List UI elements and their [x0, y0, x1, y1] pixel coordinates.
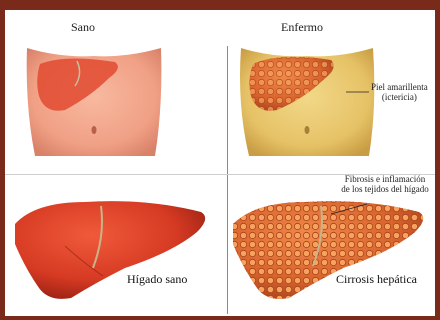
illustration — [5, 6, 435, 316]
jaundiced-torso — [240, 48, 374, 156]
fibrosis-annotation-line2: de los tejidos del hígado — [335, 184, 435, 194]
healthy-liver-caption: Hígado sano — [127, 272, 187, 287]
cirrhosis-caption: Cirrosis hepática — [336, 272, 417, 287]
sick-column-title: Enfermo — [281, 20, 323, 35]
healthy-torso — [27, 48, 162, 156]
jaundice-annotation-line2: (ictericia) — [371, 92, 428, 102]
column-divider — [227, 46, 228, 314]
jaundice-annotation: Piel amarillenta (ictericia) — [371, 82, 428, 102]
fibrosis-annotation: Fibrosis e inflamación de los tejidos de… — [335, 174, 435, 194]
jaundice-annotation-line1: Piel amarillenta — [371, 82, 428, 92]
healthy-column-title: Sano — [71, 20, 95, 35]
figure-frame: Sano Enfermo Piel amarillenta (ictericia… — [5, 6, 435, 316]
fibrosis-annotation-line1: Fibrosis e inflamación — [335, 174, 435, 184]
